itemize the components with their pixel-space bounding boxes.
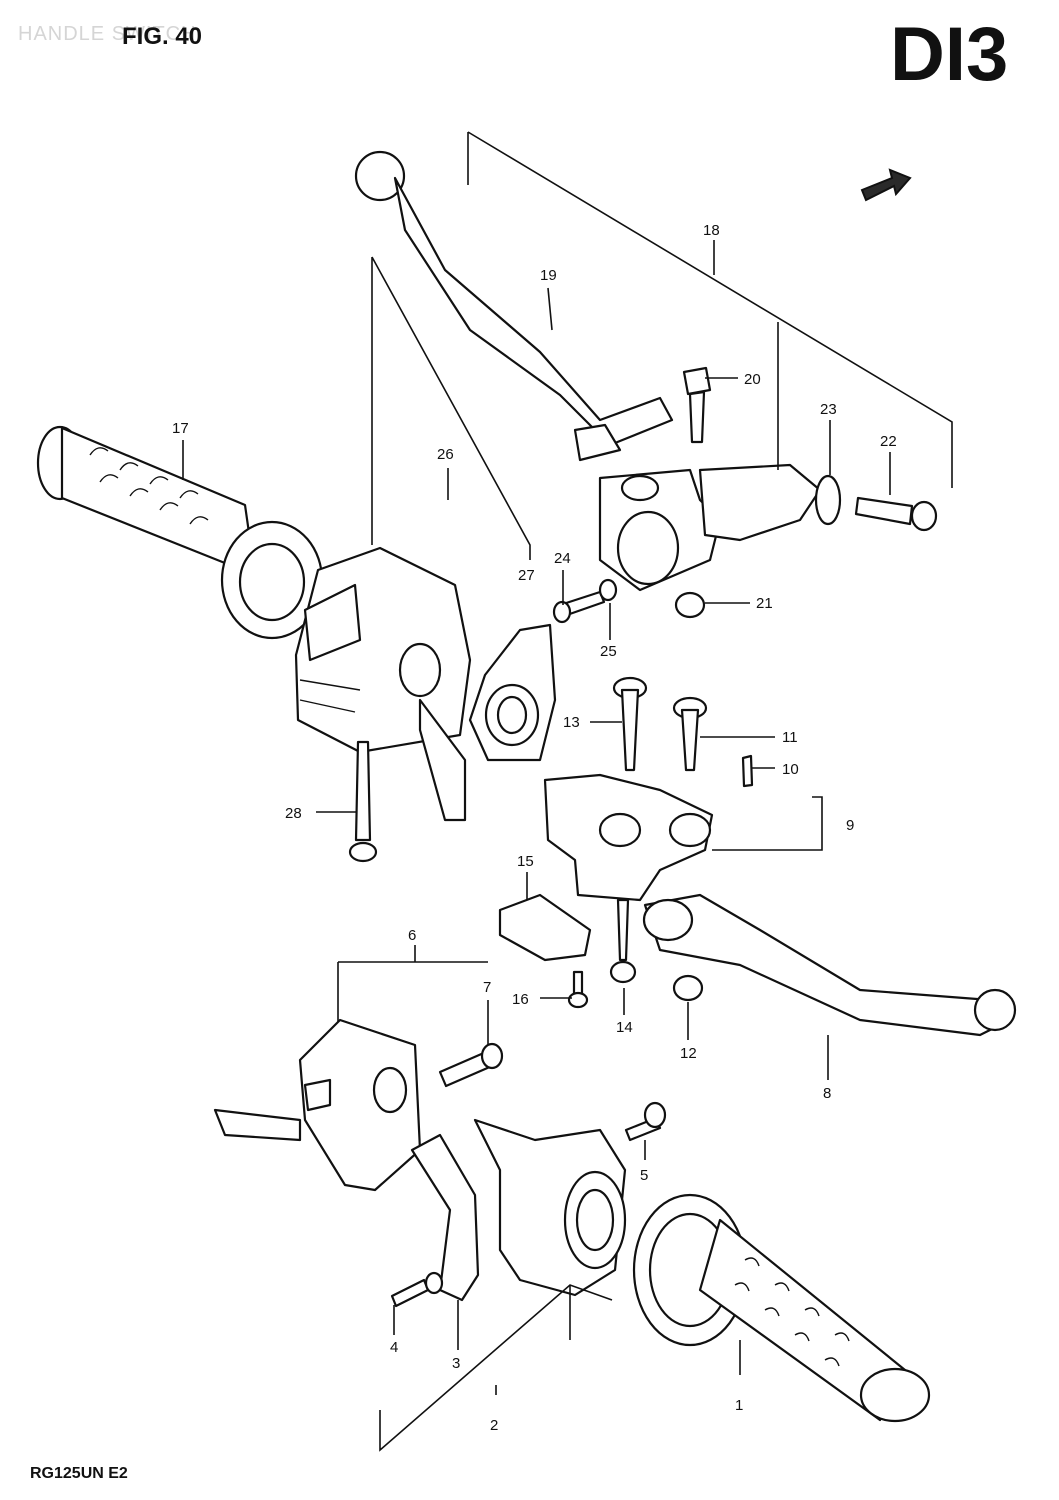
part-label-25: 25	[600, 643, 617, 660]
washer-25-drawing	[598, 578, 618, 602]
screw-5-drawing	[624, 1101, 667, 1142]
part-label-16: 16	[512, 991, 529, 1008]
bracket-18	[467, 131, 953, 488]
part-label-18: 18	[703, 222, 720, 239]
screw-7-drawing	[438, 1042, 504, 1088]
grip-1-drawing	[632, 1193, 931, 1423]
part-label-2: 2	[490, 1417, 498, 1434]
part-label-27: 27	[518, 567, 535, 584]
bracket-26	[371, 256, 531, 560]
part-label-12: 12	[680, 1045, 697, 1062]
switch-housing-26-drawing	[294, 546, 472, 822]
bolt-14-drawing	[609, 898, 637, 984]
part-label-20: 20	[744, 371, 761, 388]
part-label-22: 22	[880, 433, 897, 450]
bracket-9	[712, 796, 823, 851]
nut-21-drawing	[674, 591, 706, 619]
part-label-23: 23	[820, 401, 837, 418]
lever-holder-9-drawing	[543, 773, 714, 902]
lever-19-drawing	[354, 150, 674, 447]
part-label-5: 5	[640, 1167, 648, 1184]
bracket-2	[379, 1284, 613, 1452]
clamp-27-drawing	[468, 623, 557, 762]
part-label-10: 10	[782, 761, 799, 778]
part-label-17: 17	[172, 420, 189, 437]
part-label-26: 26	[437, 446, 454, 463]
lever-holder-18-drawing	[573, 423, 822, 592]
nut-12-drawing	[672, 974, 704, 1002]
page-code: DI3	[890, 12, 1008, 97]
screw-28-drawing	[348, 740, 378, 863]
part-label-14: 14	[616, 1019, 633, 1036]
direction-arrow-icon	[860, 168, 912, 202]
diagram-title: HANDLE SWITCH	[18, 23, 197, 45]
part-labels: 1 2 3 4 5 6 7 8 9 10 11 12 13 14 15 16 1…	[172, 222, 897, 1434]
part-label-7: 7	[483, 979, 491, 996]
bracket-6	[337, 945, 488, 1022]
figure-number: FIG. 40	[122, 23, 202, 50]
part-label-1: 1	[735, 1397, 743, 1414]
model-code: RG125UN E2	[30, 1465, 128, 1482]
screw-4-drawing	[390, 1271, 444, 1308]
bolt-22-drawing	[854, 496, 938, 532]
clamp-3-drawing	[410, 1133, 480, 1302]
switch-15-drawing	[498, 893, 592, 962]
screw-24-drawing	[552, 590, 606, 624]
screw-16-drawing	[567, 970, 589, 1009]
part-label-15: 15	[517, 853, 534, 870]
switch-housing-2-drawing	[473, 1118, 627, 1297]
washer-23-drawing	[814, 474, 842, 526]
bolt-11-drawing	[672, 696, 708, 772]
part-label-6: 6	[408, 927, 416, 944]
part-label-21: 21	[756, 595, 773, 612]
switch-6-drawing	[213, 1018, 422, 1192]
part-label-11: 11	[782, 729, 798, 746]
part-label-19: 19	[540, 267, 557, 284]
screw-10-drawing	[741, 754, 754, 788]
part-label-28: 28	[285, 805, 302, 822]
part-label-24: 24	[554, 550, 571, 567]
part-label-4: 4	[390, 1339, 398, 1356]
bolt-13-drawing	[612, 676, 648, 772]
part-label-13: 13	[563, 714, 580, 731]
bolt-20-drawing	[682, 366, 712, 444]
part-label-9: 9	[846, 817, 854, 834]
lever-8-drawing	[642, 893, 1017, 1037]
part-label-8: 8	[823, 1085, 831, 1102]
part-label-3: 3	[452, 1355, 460, 1372]
grip-17-drawing	[36, 425, 324, 640]
